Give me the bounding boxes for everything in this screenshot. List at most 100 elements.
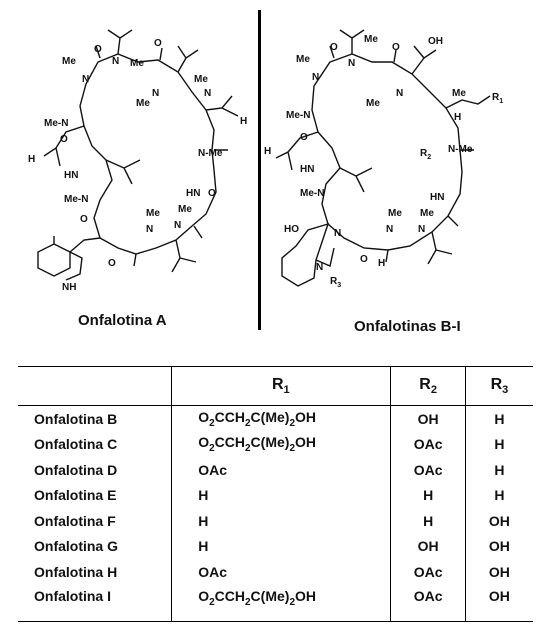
caption-onfalotinas-b-i: Onfalotinas B-I bbox=[354, 318, 461, 335]
atom-n: N bbox=[204, 88, 211, 99]
table-header-row: R1 R2 R3 bbox=[18, 366, 533, 406]
r1-cell: O2CCH2C(Me)2OH bbox=[171, 584, 391, 622]
r2-cell: OAc bbox=[390, 457, 466, 483]
side-chain-a4 bbox=[43, 125, 85, 167]
atom-n: N bbox=[334, 228, 341, 239]
atom-n-me: N-Me bbox=[448, 144, 473, 155]
atom-me: Me bbox=[62, 56, 76, 67]
atom-n: N bbox=[418, 224, 425, 235]
r3-cell: H bbox=[464, 457, 533, 483]
r2-cell: OAc bbox=[390, 431, 466, 457]
r1-cell: H bbox=[171, 482, 391, 508]
r1-cell: H bbox=[171, 508, 391, 534]
r2-cell: H bbox=[390, 482, 466, 508]
atom-n: N bbox=[82, 74, 89, 85]
atom-h: H bbox=[378, 258, 385, 269]
atom-me: Me bbox=[420, 208, 434, 219]
atom-n: N bbox=[316, 262, 323, 273]
r3-cell: H bbox=[464, 482, 533, 508]
atom-o: O bbox=[154, 38, 162, 49]
atom-n: N bbox=[386, 224, 393, 235]
atom-h: H bbox=[240, 116, 247, 127]
atom-o: O bbox=[94, 44, 102, 55]
side-chain-b5 bbox=[339, 167, 373, 193]
compound-name-cell: Onfalotina G bbox=[34, 538, 118, 555]
side-chain-b6 bbox=[427, 231, 453, 265]
compound-name-cell: Onfalotina H bbox=[34, 563, 118, 580]
compound-name-cell: Onfalotina E bbox=[34, 487, 117, 504]
r3-cell: OH bbox=[464, 533, 533, 559]
side-chain-b3 bbox=[445, 95, 491, 109]
atom-n-me: N-Me bbox=[198, 148, 223, 159]
atom-labels-b: O O Me N OH Me N N Me R1 H Me Me-N O H H… bbox=[264, 34, 503, 289]
atom-hn: HN bbox=[430, 192, 444, 203]
atom-n: N bbox=[396, 88, 403, 99]
atom-o: O bbox=[360, 254, 368, 265]
r1-cell: OAc bbox=[171, 559, 391, 585]
r1-cell: O2CCH2C(Me)2OH bbox=[171, 431, 391, 457]
atom-r3: R3 bbox=[330, 276, 341, 289]
atom-me: Me bbox=[136, 98, 150, 109]
r3-cell: OH bbox=[464, 584, 533, 622]
onfalotina-b-structure bbox=[275, 29, 491, 287]
atom-me: Me bbox=[366, 98, 380, 109]
atom-labels-a: O O N Me Me N Me N N Me H Me-N O H HN Me… bbox=[28, 38, 247, 293]
compound-name-cell: Onfalotina I bbox=[18, 584, 172, 622]
carbonyls-b bbox=[329, 45, 474, 263]
side-chain-b1 bbox=[339, 29, 365, 54]
atom-me-n: Me-N bbox=[44, 118, 68, 129]
r3-cell: H bbox=[464, 405, 533, 432]
atom-o: O bbox=[60, 134, 68, 145]
atom-o: O bbox=[300, 132, 308, 143]
atom-nh: NH bbox=[62, 282, 76, 293]
atom-me-n: Me-N bbox=[286, 110, 310, 121]
atom-n: N bbox=[348, 58, 355, 69]
atom-n: N bbox=[112, 56, 119, 67]
side-chain-a6 bbox=[171, 239, 197, 273]
atom-me: Me bbox=[296, 54, 310, 65]
r2-cell: OAc bbox=[390, 584, 466, 622]
side-chain-a2 bbox=[177, 45, 199, 73]
structures-panel: O O N Me Me N Me N N Me H Me-N O H HN Me… bbox=[28, 10, 503, 335]
r2-cell: OH bbox=[390, 405, 466, 432]
r2-cell: OH bbox=[390, 533, 466, 559]
atom-ho: HO bbox=[284, 224, 299, 235]
carbonyls-a bbox=[95, 45, 228, 267]
atom-me: Me bbox=[178, 204, 192, 215]
side-chain-a3 bbox=[205, 95, 239, 117]
atom-h: H bbox=[28, 154, 35, 165]
atom-me: Me bbox=[146, 208, 160, 219]
atom-h: H bbox=[454, 112, 461, 123]
indole-ring-a bbox=[37, 236, 83, 281]
side-chain-b4 bbox=[275, 131, 319, 171]
header-r3: R3 bbox=[464, 366, 533, 406]
atom-r2: R2 bbox=[420, 148, 431, 161]
chemical-structures: O O N Me Me N Me N N Me H Me-N O H HN Me… bbox=[28, 29, 503, 293]
r3-cell: H bbox=[464, 431, 533, 457]
caption-onfalotina-a: Onfalotina A bbox=[78, 312, 167, 329]
side-chain-a7 bbox=[69, 237, 101, 253]
r3-cell: OH bbox=[464, 559, 533, 585]
r3-cell: OH bbox=[464, 508, 533, 534]
atom-me: Me bbox=[130, 58, 144, 69]
compound-name-cell: Onfalotina D bbox=[34, 461, 118, 478]
atom-n: N bbox=[312, 72, 319, 83]
atom-o: O bbox=[208, 188, 216, 199]
compound-name-cell: Onfalotina B bbox=[34, 410, 118, 427]
atom-me-n: Me-N bbox=[300, 188, 324, 199]
atom-me: Me bbox=[388, 208, 402, 219]
header-r2: R2 bbox=[390, 366, 466, 406]
atom-h: H bbox=[264, 146, 271, 157]
atom-o: O bbox=[392, 42, 400, 53]
header-r1: R1 bbox=[171, 366, 391, 406]
side-chain-a1 bbox=[107, 29, 133, 55]
r1-cell: O2CCH2C(Me)2OH bbox=[171, 405, 391, 432]
atom-hn: HN bbox=[64, 170, 78, 181]
atom-hn: HN bbox=[186, 188, 200, 199]
